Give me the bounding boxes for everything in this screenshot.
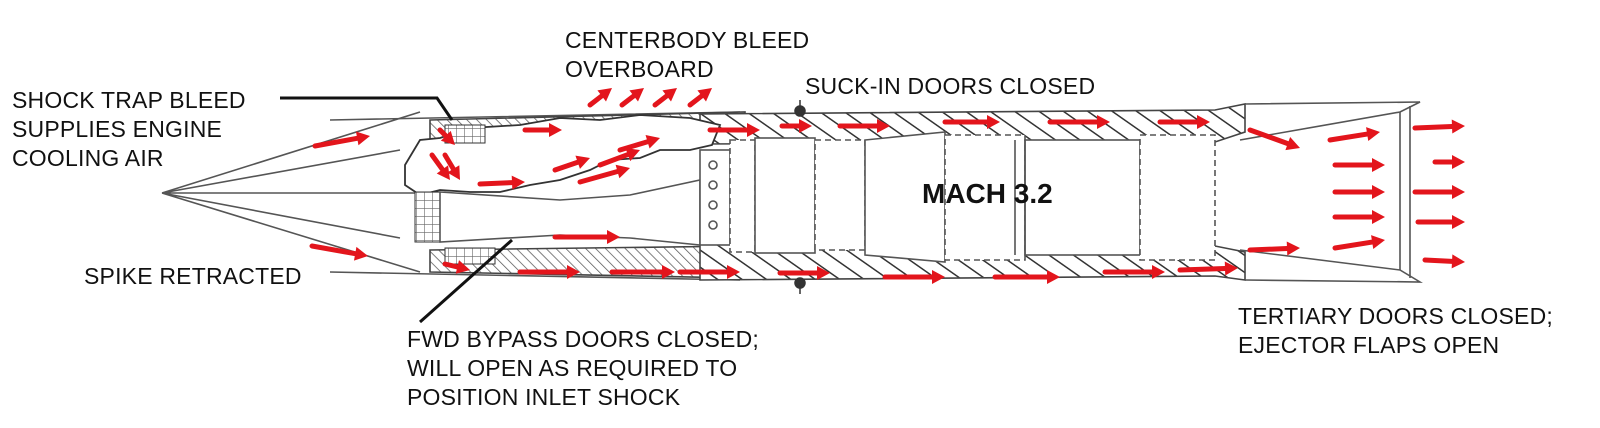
shock-trap-label: SHOCK TRAP BLEED SUPPLIES ENGINE COOLING… (12, 86, 246, 173)
airflow-arrow (992, 270, 1060, 284)
airflow-arrow (552, 230, 620, 244)
shock-trap-line-3: COOLING AIR (12, 145, 164, 171)
tertiary-label: TERTIARY DOORS CLOSED; EJECTOR FLAPS OPE… (1238, 302, 1553, 360)
airflow-arrow (1415, 215, 1465, 229)
fwd-bypass-line-1: FWD BYPASS DOORS CLOSED; (407, 326, 759, 352)
mach-label: MACH 3.2 (922, 178, 1053, 209)
shock-trap-line-1: SHOCK TRAP BLEED (12, 87, 246, 113)
airflow-arrow (707, 123, 760, 137)
airflow-arrow (1247, 127, 1300, 151)
airflow-arrow (1432, 155, 1465, 169)
centerbody-bleed-line-2: OVERBOARD (565, 56, 714, 82)
airflow-arrow (777, 266, 830, 280)
shock-trap-line-2: SUPPLIES ENGINE (12, 116, 223, 142)
airflow-arrow (442, 260, 470, 274)
airflow-arrow (429, 152, 450, 180)
leader-lines (280, 96, 513, 324)
airflow-arrow (779, 119, 812, 133)
airflow-arrow (309, 243, 368, 261)
airflow-arrow (1412, 185, 1465, 199)
airflow-arrow (577, 164, 630, 185)
spike-label: SPIKE RETRACTED (84, 263, 302, 289)
airflow-arrow (882, 270, 945, 284)
centerbody-bleed-line-1: CENTERBODY BLEED (565, 27, 810, 53)
tertiary-line-1: TERTIARY DOORS CLOSED; (1238, 303, 1553, 329)
airflow-arrow (442, 152, 460, 180)
airflow-arrow (1327, 127, 1380, 143)
airflow-arrow (587, 88, 612, 108)
airflow-arrow (437, 127, 455, 145)
suck-in-door-markers (794, 100, 806, 294)
suck-in-doors-label: SUCK-IN DOORS CLOSED (805, 73, 1096, 99)
airflow-arrow (312, 131, 370, 149)
airflow-arrow (522, 123, 562, 137)
fwd-bypass-line-2: WILL OPEN AS REQUIRED TO (407, 355, 738, 381)
airflow-arrow (1422, 254, 1465, 269)
airflow-arrow (1332, 210, 1385, 224)
airflow-arrow (1102, 265, 1165, 279)
airflow-arrow (687, 88, 712, 108)
airflow-arrow (597, 148, 640, 168)
airflow-arrow (609, 265, 675, 279)
airflow-arrow (1157, 115, 1210, 129)
centerbody-bleed-label: CENTERBODY BLEED OVERBOARD (565, 26, 809, 84)
airflow-arrow (477, 175, 525, 190)
airflow-arrow (617, 135, 660, 153)
airflow-arrow (652, 88, 677, 108)
fwd-bypass-line-3: POSITION INLET SHOCK (407, 384, 681, 410)
airflow-arrow (1332, 235, 1385, 251)
airflow-arrow (1247, 241, 1300, 256)
airflow-arrow (517, 265, 580, 279)
ejector-nozzle (1239, 101, 1423, 283)
airflow-arrow (1177, 261, 1238, 276)
engine-core (439, 131, 1216, 263)
tertiary-line-2: EJECTOR FLAPS OPEN (1238, 332, 1500, 358)
airflow-arrow (1047, 115, 1110, 129)
airflow-arrow (942, 115, 1000, 129)
airflow-arrow (1412, 119, 1465, 134)
fwd-bypass-label: FWD BYPASS DOORS CLOSED; WILL OPEN AS RE… (407, 325, 759, 412)
airflow-arrow (677, 265, 740, 279)
airflow-arrow (1332, 185, 1385, 199)
airflow-arrow (837, 119, 890, 133)
airflow-arrow (619, 88, 644, 108)
airflow-arrow (552, 155, 590, 173)
airflow-arrow (1332, 158, 1385, 172)
airflow-arrows (309, 88, 1465, 284)
